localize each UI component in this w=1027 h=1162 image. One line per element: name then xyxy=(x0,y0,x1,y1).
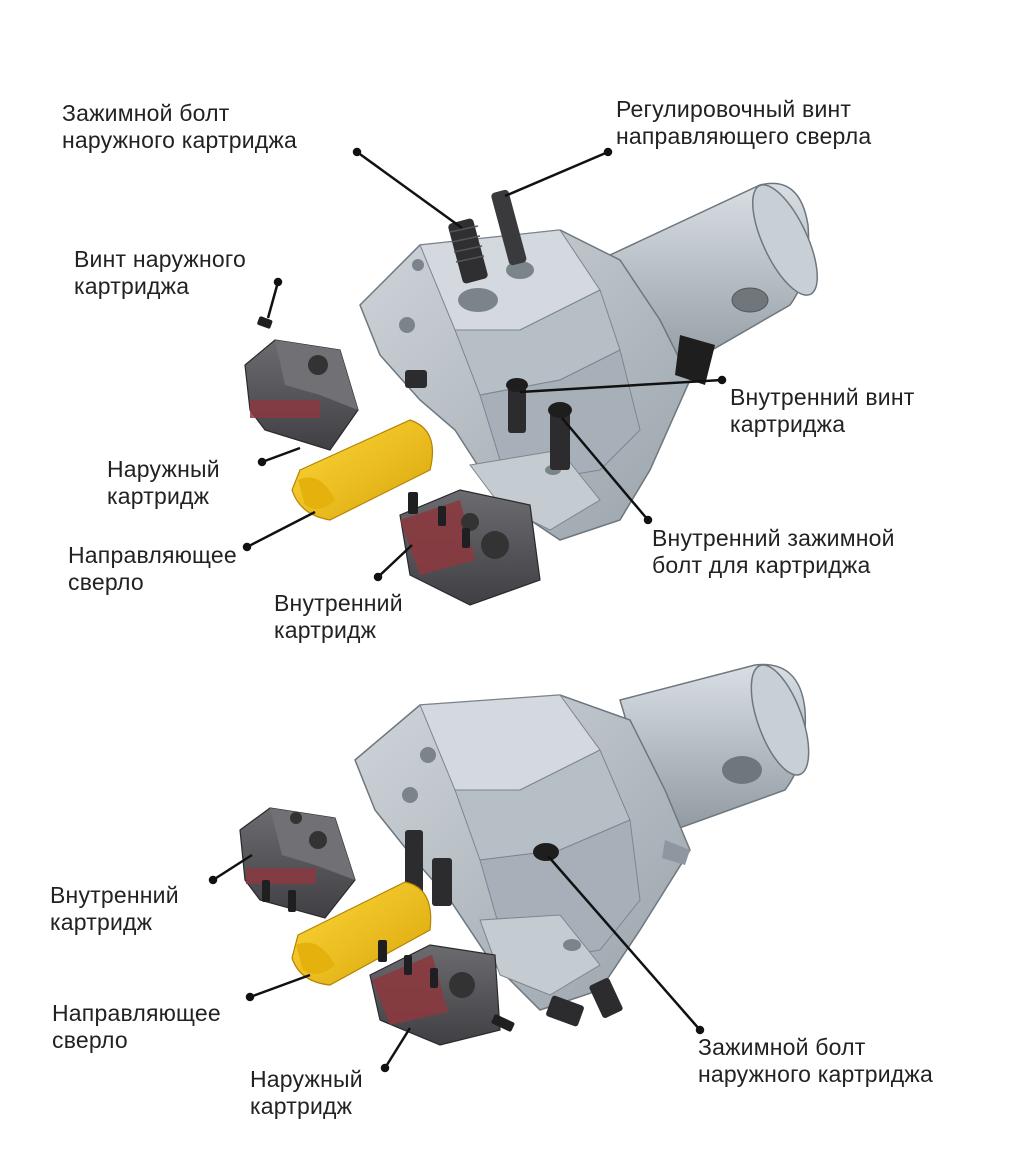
top-pilot-drill-part xyxy=(291,419,434,521)
leader-top-inner-clamp-bolt xyxy=(561,417,653,525)
label-bottom-inner-cartridge: Внутренний картридж xyxy=(50,882,179,935)
label-top-inner-cartridge-screw: Внутренний винт картриджа xyxy=(730,384,915,437)
label-top-clamp-bolt-outer: Зажимной болт наружного картриджа xyxy=(62,100,297,153)
top-inner-cartridge-part xyxy=(399,489,541,606)
label-bottom-pilot-drill: Направляющее сверло xyxy=(52,1000,221,1053)
bottom-assembly xyxy=(239,663,810,1046)
label-bottom-outer-cartridge: Наружный картридж xyxy=(250,1066,363,1119)
label-top-pilot-drill: Направляющее сверло xyxy=(68,542,237,595)
leader-lines xyxy=(208,147,727,1073)
leader-bottom-inner-cartridge xyxy=(208,853,253,885)
leader-top-pilot-drill xyxy=(242,510,316,552)
leader-top-adjust-screw xyxy=(504,147,613,198)
leader-top-clamp-bolt xyxy=(352,147,463,230)
label-top-outer-cartridge: Наружный картридж xyxy=(107,456,220,509)
top-clamp-bolt xyxy=(448,218,488,284)
leader-bottom-outer-cartridge xyxy=(380,1027,412,1073)
top-assembly xyxy=(244,182,819,606)
leader-top-inner-cartridge xyxy=(373,544,413,582)
label-top-outer-cartridge-screw: Винт наружного картриджа xyxy=(74,246,246,299)
leader-bottom-pilot-drill xyxy=(245,973,311,1002)
leader-top-outer-screw xyxy=(266,277,283,319)
leader-bottom-clamp-bolt xyxy=(547,855,705,1035)
label-top-adjust-screw-drill: Регулировочный винт направляющего сверла xyxy=(616,96,872,149)
leader-top-inner-screw xyxy=(519,375,727,394)
leader-top-outer-cartridge xyxy=(257,446,301,467)
bottom-outer-cartridge-part xyxy=(369,940,515,1046)
top-tool-body xyxy=(359,229,715,541)
label-top-inner-cartridge: Внутренний картридж xyxy=(274,590,403,643)
label-bottom-clamp-bolt-outer: Зажимной болт наружного картриджа xyxy=(698,1034,933,1087)
top-outer-cartridge-part xyxy=(244,316,359,451)
top-adjust-screw xyxy=(491,189,527,266)
top-inner-screws xyxy=(405,370,572,470)
bottom-inner-cartridge-part xyxy=(239,807,356,919)
label-top-inner-clamp-bolt: Внутренний зажимной болт для картриджа xyxy=(652,525,895,578)
bottom-pilot-drill-part xyxy=(291,881,432,986)
bottom-tool-body xyxy=(354,694,691,1027)
